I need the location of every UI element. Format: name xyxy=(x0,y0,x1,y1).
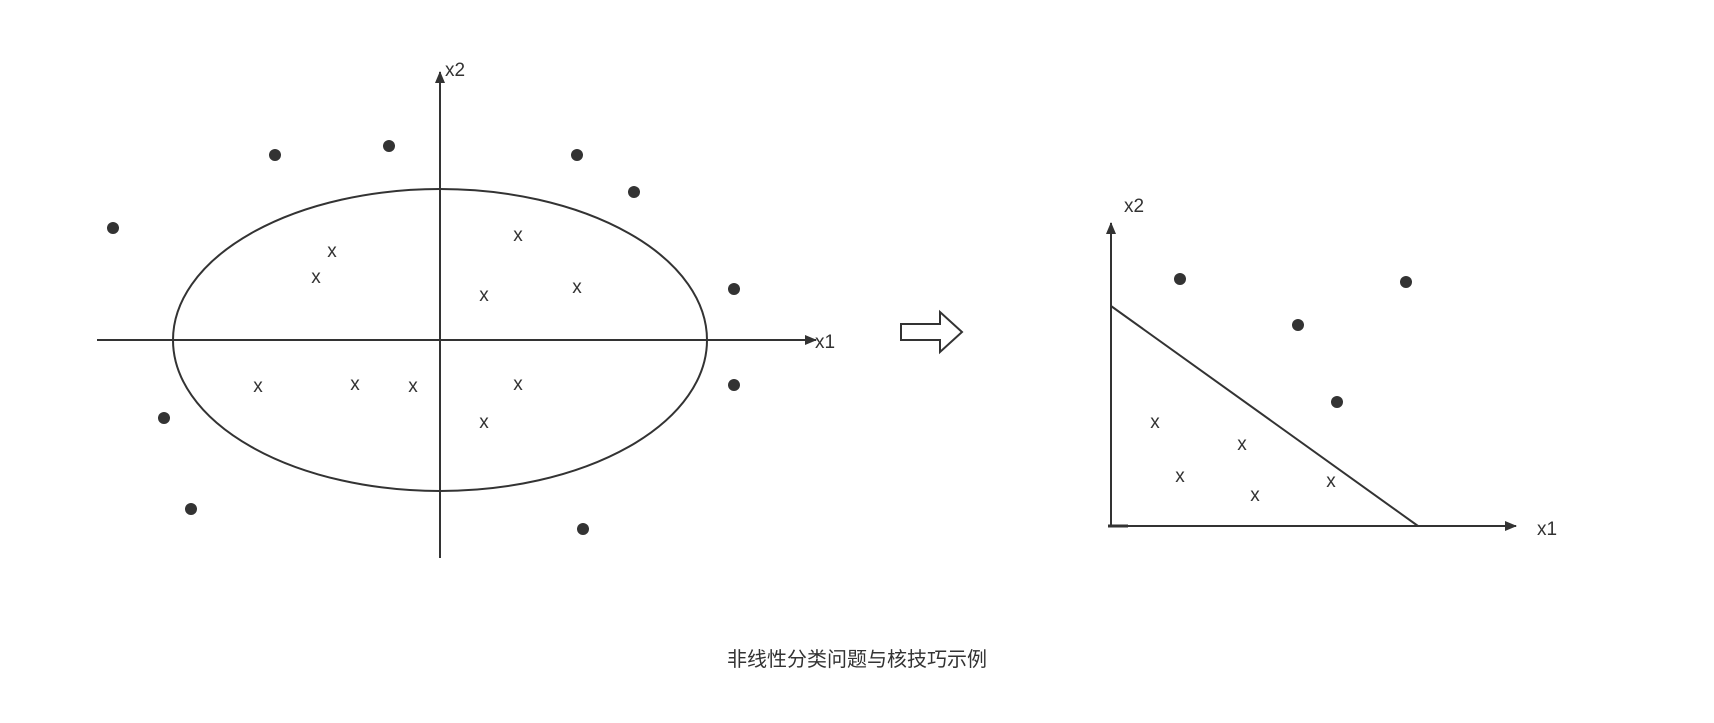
left-dot-mark xyxy=(728,283,740,295)
diagram-caption: 非线性分类问题与核技巧示例 xyxy=(727,647,987,671)
right-linear-boundary xyxy=(1110,305,1419,527)
left-cross-mark: x xyxy=(479,412,489,433)
left-cross-mark: x xyxy=(311,267,321,288)
left-cross-mark: x xyxy=(408,376,418,397)
left-dot-mark xyxy=(728,379,740,391)
left-dot-mark xyxy=(383,140,395,152)
right-y-axis-label: x2 xyxy=(1124,196,1144,217)
right-cross-mark: x xyxy=(1175,466,1185,487)
right-dot-mark xyxy=(1174,273,1186,285)
left-y-axis-label: x2 xyxy=(445,60,465,81)
left-cross-mark: x xyxy=(572,277,582,298)
left-cross-mark: x xyxy=(479,285,489,306)
left-cross-mark: x xyxy=(327,241,337,262)
left-dot-mark xyxy=(269,149,281,161)
left-cross-mark: x xyxy=(513,225,523,246)
right-cross-mark: x xyxy=(1250,485,1260,506)
right-arrow-icon xyxy=(900,309,964,355)
left-cross-mark: x xyxy=(513,374,523,395)
right-plot: x2 x1 x x x x x xyxy=(1106,196,1557,540)
left-dot-mark xyxy=(577,523,589,535)
left-x-axis-label: x1 xyxy=(815,332,835,353)
right-dot-mark xyxy=(1400,276,1412,288)
right-x-axis-label: x1 xyxy=(1537,519,1557,540)
right-cross-mark: x xyxy=(1237,434,1247,455)
right-cross-mark: x xyxy=(1326,471,1336,492)
left-dot-mark xyxy=(628,186,640,198)
left-cross-mark: x xyxy=(350,374,360,395)
left-cross-mark: x xyxy=(253,376,263,397)
right-dot-mark xyxy=(1292,319,1304,331)
left-dot-mark xyxy=(185,503,197,515)
right-cross-mark: x xyxy=(1150,412,1160,433)
left-dot-mark xyxy=(107,222,119,234)
right-dot-mark xyxy=(1331,396,1343,408)
left-dot-mark xyxy=(158,412,170,424)
left-plot: x1 x2 x x x x x x x x x x xyxy=(97,60,835,558)
left-dot-mark xyxy=(571,149,583,161)
